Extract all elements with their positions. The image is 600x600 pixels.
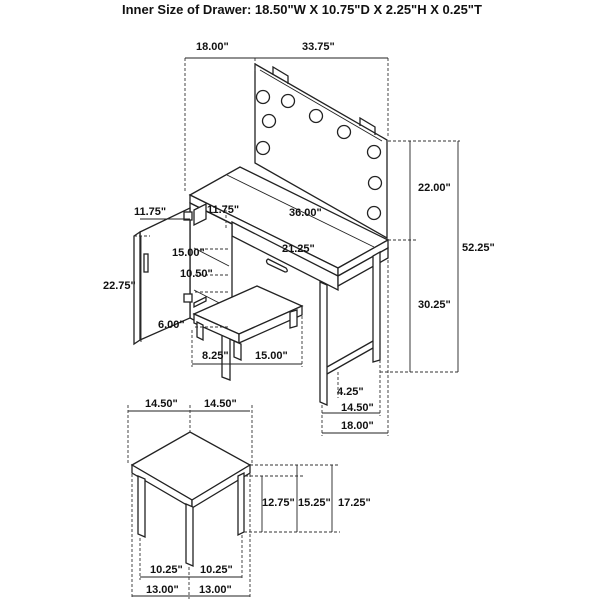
cabinet-door xyxy=(133,206,193,346)
stool-seat xyxy=(130,431,252,501)
stool-leg xyxy=(185,503,194,567)
bulb-icon xyxy=(261,113,277,129)
stool-drawing: 14.50" 14.50" 12.75" 15.25" 17.25" 10.25… xyxy=(127,398,371,599)
bulb-icon xyxy=(366,144,382,160)
leg-gap: 4.25" xyxy=(337,386,364,398)
bulb-icon xyxy=(255,89,271,105)
stool-outer-width: 13.00" xyxy=(199,584,232,596)
vanity-mirror-width: 33.75" xyxy=(302,41,335,53)
stool-inner-width: 10.25" xyxy=(200,564,233,576)
side-inner-depth: 14.50" xyxy=(341,402,374,414)
desk-right-frame xyxy=(319,246,389,406)
stool-dimension-lines xyxy=(127,405,340,599)
bulb-icon xyxy=(366,205,382,221)
stool-apron-height: 12.75" xyxy=(262,497,295,509)
stool-outer-depth: 13.00" xyxy=(146,584,179,596)
stool-leg-offset: 8.25" xyxy=(202,350,229,362)
vanity-drawing: 18.00" 33.75" 11.75" 11.75" 36.00" 15.00… xyxy=(103,41,495,436)
mirror-height: 22.00" xyxy=(418,182,451,194)
shelf-depth: 10.50" xyxy=(180,268,213,280)
bulb-icon xyxy=(308,108,324,124)
mirror-bulbs xyxy=(255,89,383,221)
desk-width: 36.00" xyxy=(289,207,322,219)
stool-apron-right xyxy=(191,463,251,510)
cabinet-height: 22.75" xyxy=(103,280,136,292)
desk-height: 30.25" xyxy=(418,299,451,311)
stool-inner-depth: 10.25" xyxy=(150,564,183,576)
shelf-width: 15.00" xyxy=(172,247,205,259)
desk-stool xyxy=(192,285,304,361)
shelf-gap: 6.00" xyxy=(158,319,185,331)
bulb-icon xyxy=(336,124,352,140)
stool-width: 15.00" xyxy=(255,350,288,362)
stool-seat-height: 15.25" xyxy=(298,497,331,509)
stool-top-width: 14.50" xyxy=(204,398,237,410)
door-width: 11.75" xyxy=(134,206,166,218)
stool-leg xyxy=(137,475,146,538)
stool-leg xyxy=(237,471,245,537)
bulb-icon xyxy=(255,140,271,156)
stool-total-height: 17.25" xyxy=(338,497,371,509)
total-height: 52.25" xyxy=(462,242,495,254)
bulb-icon xyxy=(280,93,296,109)
drawer-inner-size-title: Inner Size of Drawer: 18.50"W X 10.75"D … xyxy=(122,2,482,17)
bulb-icon xyxy=(367,175,383,191)
side-depth: 18.00" xyxy=(341,420,374,432)
drawer-width: 21.25" xyxy=(282,243,315,255)
cabinet-top-depth: 11.75" xyxy=(207,204,239,216)
vanity-dimension-lines xyxy=(134,57,460,436)
vanity-top-left-width: 18.00" xyxy=(196,41,229,53)
stool-top-depth: 14.50" xyxy=(145,398,178,410)
